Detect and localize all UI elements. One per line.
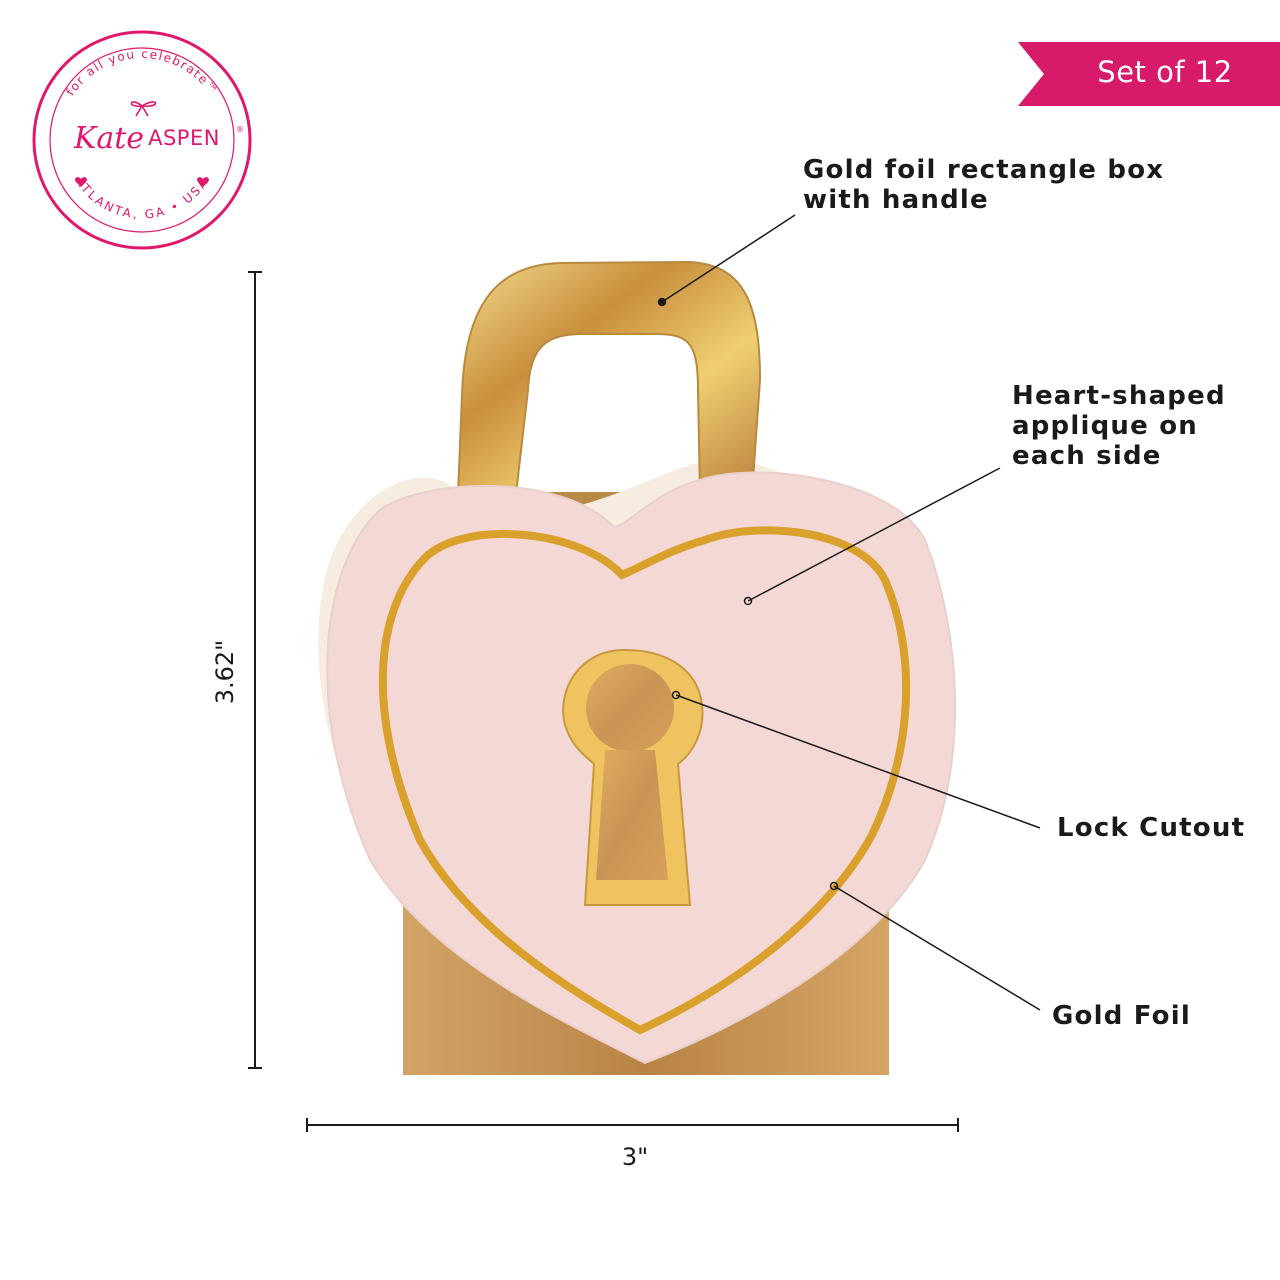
gold-foil-border: [378, 526, 911, 1035]
callout-leader-lines: [657, 214, 1041, 1011]
logo-bow-icon: [130, 101, 157, 117]
keyhole-circle: [586, 664, 674, 752]
width-dimension-line: [306, 1118, 959, 1132]
width-dimension-label: 3": [621, 1143, 649, 1171]
logo-heart-left-icon: [75, 177, 87, 187]
height-dimension-label: 3.62": [211, 639, 239, 705]
gold-handle: [456, 260, 762, 495]
callout-applique-label: Heart-shaped applique on each side: [1012, 381, 1226, 471]
set-count-label: Set of 12: [1097, 55, 1233, 89]
callout-lock-label: Lock Cutout: [1057, 813, 1246, 843]
set-of-12-banner: [1018, 42, 1280, 106]
logo-brand-script: Kate: [73, 121, 144, 156]
logo-trademark: ®: [236, 125, 244, 134]
callout-foil-label: Gold Foil: [1052, 1001, 1191, 1031]
logo-brand-caps: ASPEN: [148, 126, 220, 150]
callout-handle-label: Gold foil rectangle box with handle: [803, 155, 1165, 215]
height-dimension-line: [248, 271, 262, 1069]
keyhole-slot: [596, 750, 668, 880]
kate-aspen-logo: for all you celebrate™ ATLANTA, GA • USA…: [32, 30, 252, 250]
logo-heart-right-icon: [197, 177, 209, 187]
